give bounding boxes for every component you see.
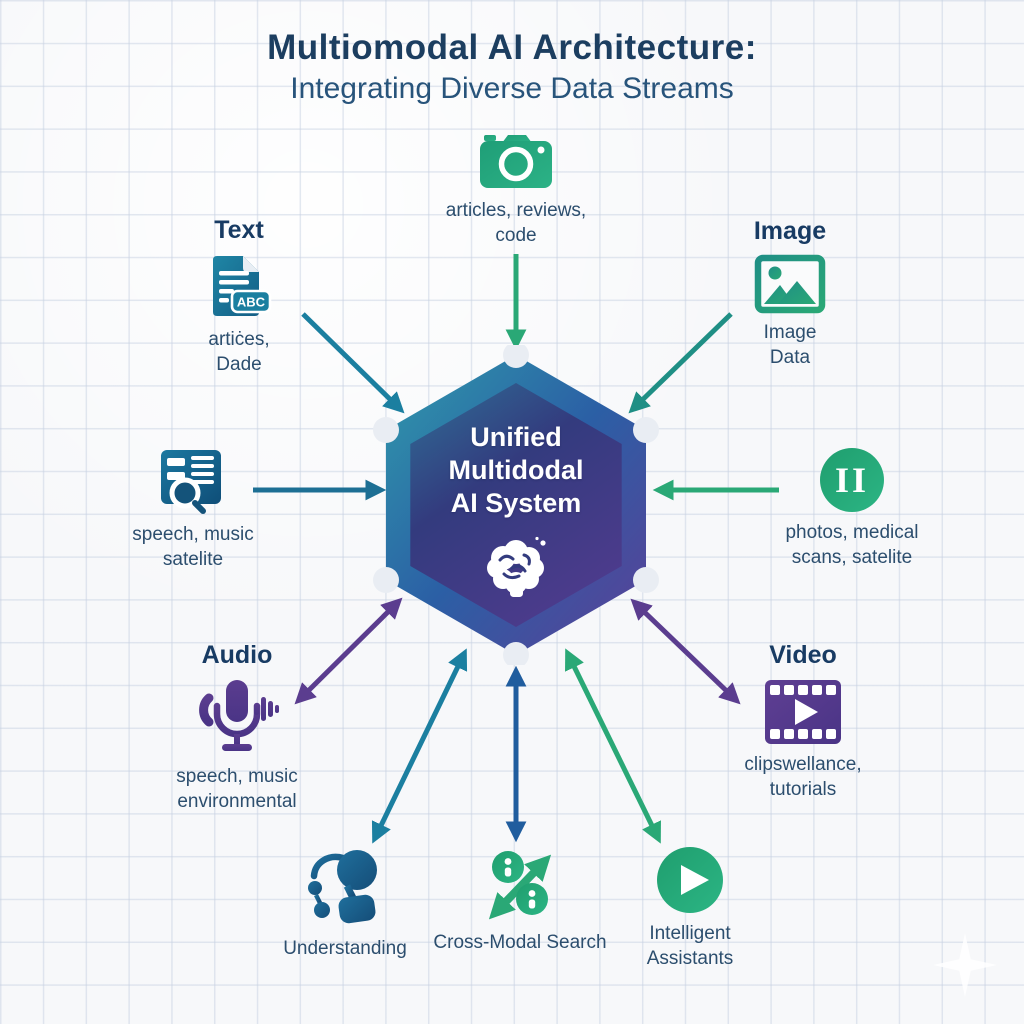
- camera-icon: [478, 132, 554, 192]
- node-left-caption: speech, music satelite: [132, 524, 254, 570]
- hexagon-vertex-dots: [373, 345, 659, 665]
- brain-icon: [487, 536, 546, 597]
- server-search-icon: [156, 448, 230, 516]
- microphone-icon: [193, 678, 281, 758]
- node-understanding: Understanding: [235, 846, 455, 962]
- node-intelligent-assistants: Intelligent Assistants: [580, 845, 800, 971]
- node-right-caption: photos, medical scans, satelite: [785, 522, 919, 568]
- abc-badge-label: ABC: [237, 295, 266, 310]
- hub-title-line3: AI System: [450, 488, 582, 518]
- hexagon-shape: [373, 345, 659, 665]
- filmstrip-icon: [763, 678, 843, 746]
- node-cross-modal-caption: Cross-Modal Search: [433, 932, 607, 953]
- node-text-caption: artiċes, Dade: [208, 329, 270, 375]
- picture-icon: [754, 254, 826, 314]
- sparkle-icon: [933, 933, 997, 997]
- hub-content: Unified Multidodal AI System: [366, 345, 666, 665]
- hub-title-line1: Unified: [470, 422, 562, 452]
- hub-title-line2: Multidodal: [448, 455, 584, 485]
- play-circle-icon: [655, 845, 725, 915]
- node-cross-modal-search: Cross-Modal Search: [410, 848, 630, 956]
- title-block: Multiomodal AI Architecture: Integrating…: [0, 28, 1024, 106]
- node-video-caption: clipswellance, tutorials: [744, 754, 862, 800]
- node-camera-caption: articles, reviews, code: [445, 200, 587, 246]
- node-text-header: Text: [214, 216, 264, 244]
- node-right-source: II photos, medical scans, satelite: [742, 446, 962, 570]
- document-abc-icon: ABC: [205, 253, 273, 321]
- columns-ii-glyph: II: [835, 460, 869, 500]
- node-understanding-caption: Understanding: [283, 938, 407, 959]
- node-assistants-caption: Intelligent Assistants: [646, 923, 734, 969]
- columns-ii-icon: II: [818, 446, 886, 514]
- cross-modal-search-icon: [482, 848, 558, 924]
- node-camera: articles, reviews, code: [406, 132, 626, 248]
- central-hub: Unified Multidodal AI System: [366, 345, 666, 665]
- connection-arrow: [371, 648, 468, 844]
- node-video-header: Video: [769, 641, 837, 669]
- connection-arrow: [565, 648, 661, 844]
- node-image-header: Image: [753, 217, 827, 245]
- node-video: Video clipswellance, tutorials: [693, 641, 913, 802]
- node-image-caption: Image Data: [763, 322, 817, 368]
- node-audio: Audio speech, music environmental: [127, 641, 347, 814]
- node-left-source: speech, music satelite: [83, 448, 303, 572]
- node-text: Text ABC artiċes, Dade: [129, 216, 349, 377]
- page-subtitle: Integrating Diverse Data Streams: [290, 72, 734, 105]
- node-audio-header: Audio: [201, 641, 273, 669]
- flowchart-nodes-icon: [301, 846, 389, 930]
- node-image: Image Image Data: [680, 217, 900, 370]
- node-audio-caption: speech, music environmental: [176, 766, 298, 812]
- page-title: Multiomodal AI Architecture:: [267, 28, 757, 67]
